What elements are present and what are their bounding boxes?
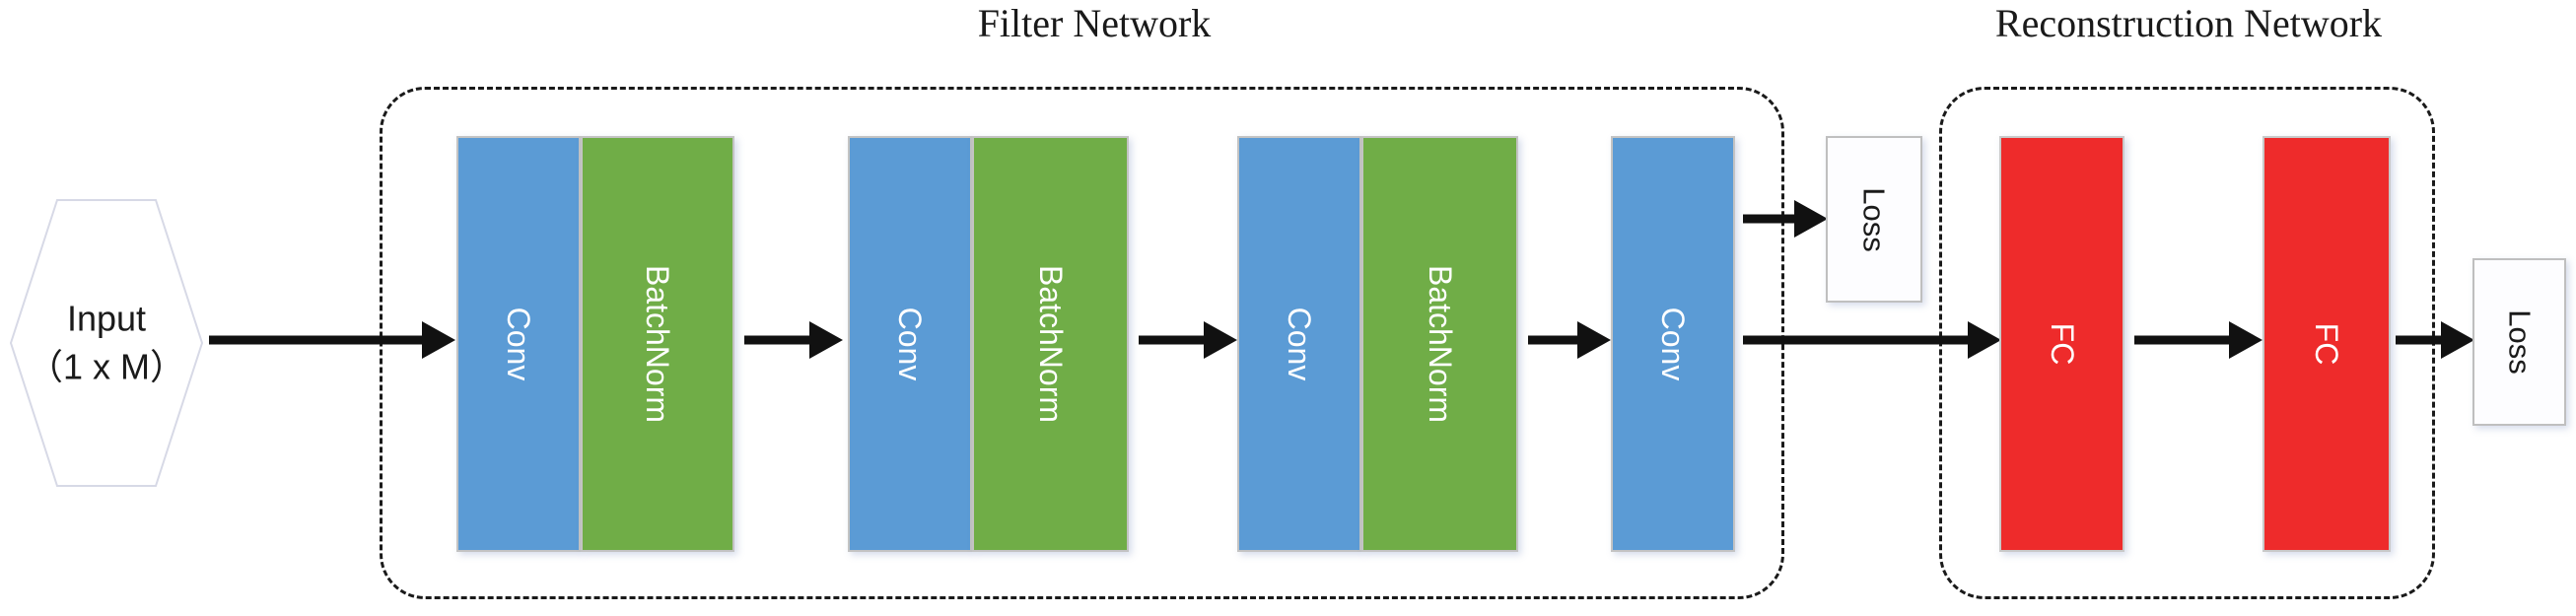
reconstruction-network-title: Reconstruction Network [1994,1,2383,45]
input-node-line2: （1 x M） [27,346,185,386]
block-conv-3-label: Conv [1282,307,1317,381]
block-conv-3: Conv [1237,136,1361,552]
block-fc-1-label: FC [2044,322,2080,366]
block-batchnorm-3-label: BatchNorm [1422,264,1458,424]
block-batchnorm-1: BatchNorm [581,136,734,552]
input-node: Input （1 x M） [8,197,205,489]
block-conv-2: Conv [848,136,972,552]
block-fc-2-label: FC [2309,322,2344,366]
block-loss-2: Loss [2472,258,2566,426]
block-conv-4-label: Conv [1655,307,1691,381]
filter-network-title: Filter Network [977,1,1212,45]
block-fc-2: FC [2263,136,2391,552]
block-loss-1: Loss [1826,136,1922,303]
block-batchnorm-3: BatchNorm [1361,136,1518,552]
block-batchnorm-2: BatchNorm [972,136,1129,552]
block-conv-1-label: Conv [501,307,536,381]
block-loss-1-label: Loss [1856,186,1892,252]
input-node-label: Input （1 x M） [8,295,205,390]
block-loss-2-label: Loss [2502,309,2537,375]
block-conv-2-label: Conv [892,307,928,381]
block-conv-4: Conv [1611,136,1735,552]
block-fc-1: FC [1999,136,2124,552]
block-batchnorm-1-label: BatchNorm [640,264,675,424]
block-batchnorm-2-label: BatchNorm [1032,264,1069,424]
block-conv-1: Conv [456,136,581,552]
input-node-line1: Input [66,298,147,339]
